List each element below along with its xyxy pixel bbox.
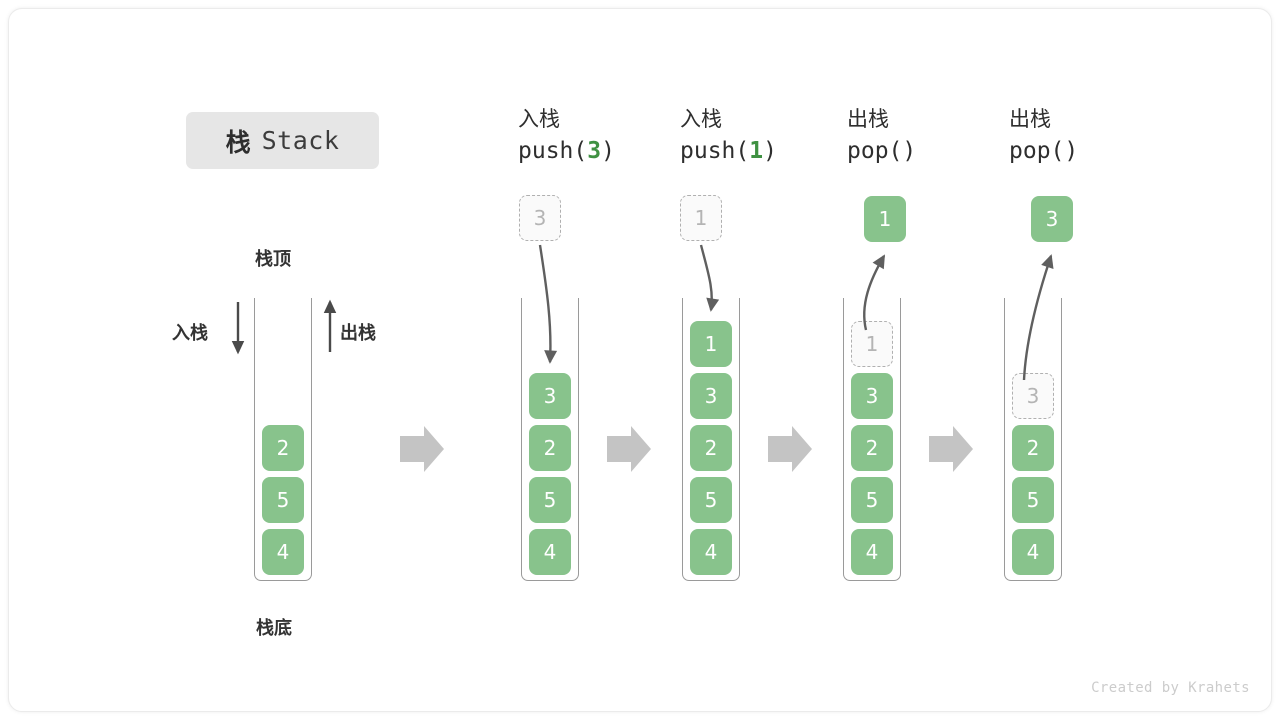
floating-box-pop-1: 1 xyxy=(864,196,906,242)
stack-box: 4 xyxy=(1012,529,1054,575)
label-push-direction: 入栈 xyxy=(172,323,208,343)
stack-box-value: 5 xyxy=(704,488,718,512)
fn-suffix: ) xyxy=(1064,138,1079,164)
floating-box-push-3: 3 xyxy=(519,195,561,241)
stack-box-value: 5 xyxy=(865,488,879,512)
stack-box-value: 2 xyxy=(1026,436,1040,460)
stack-slots: 4 5 2 xyxy=(255,425,311,575)
column-header-push-3: 入栈 push(3) xyxy=(518,105,688,167)
stack-before-pop-3: 4 5 2 3 xyxy=(1004,298,1062,581)
stack-box: 5 xyxy=(529,477,571,523)
fn-arg: 1 xyxy=(749,138,764,164)
stack-box: 2 xyxy=(529,425,571,471)
floating-box-value: 1 xyxy=(694,206,708,230)
column-header-cn: 出栈 xyxy=(1009,108,1051,131)
stack-before-pop-1: 4 5 2 3 1 xyxy=(843,298,901,581)
stack-box: 3 xyxy=(851,373,893,419)
stack-box-value: 3 xyxy=(704,384,718,408)
column-header-cn: 出栈 xyxy=(847,108,889,131)
label-stack-top: 栈顶 xyxy=(255,249,291,269)
stack-box-value: 4 xyxy=(704,540,718,564)
stack-box-removed: 3 xyxy=(1012,373,1054,419)
column-header-pop-3: 出栈 pop() xyxy=(1009,105,1179,167)
column-header-cn: 入栈 xyxy=(680,108,722,131)
stack-box-value: 4 xyxy=(865,540,879,564)
floating-box-push-1: 1 xyxy=(680,195,722,241)
stack-box-value: 3 xyxy=(1026,384,1040,408)
stack-box: 4 xyxy=(529,529,571,575)
stack-box-value: 3 xyxy=(543,384,557,408)
stack-after-push-1: 4 5 2 3 1 xyxy=(682,298,740,581)
fn-prefix: push( xyxy=(518,138,588,164)
stack-box: 5 xyxy=(690,477,732,523)
floating-box-value: 1 xyxy=(878,207,892,231)
stack-box-value: 5 xyxy=(543,488,557,512)
stack-initial: 4 5 2 xyxy=(254,298,312,581)
stack-box: 2 xyxy=(851,425,893,471)
fn-suffix: ) xyxy=(763,138,777,164)
title-en: Stack xyxy=(261,126,340,155)
fn-prefix: pop( xyxy=(1009,138,1065,164)
stack-box: 5 xyxy=(1012,477,1054,523)
stack-box: 3 xyxy=(690,373,732,419)
column-header-cn: 入栈 xyxy=(518,108,560,131)
stack-box-value: 3 xyxy=(865,384,879,408)
stack-box-value: 5 xyxy=(1026,488,1040,512)
fn-prefix: pop( xyxy=(847,138,903,164)
stack-box-value: 5 xyxy=(276,488,290,512)
label-stack-bottom: 栈底 xyxy=(256,618,292,638)
stack-box-value: 2 xyxy=(865,436,879,460)
stack-box-value: 4 xyxy=(1026,540,1040,564)
credit-text: Created by Krahets xyxy=(1091,680,1250,696)
stack-box: 4 xyxy=(690,529,732,575)
column-header-fn: push(3) xyxy=(518,135,688,167)
stack-slots: 4 5 2 3 xyxy=(522,373,578,575)
stack-box: 2 xyxy=(262,425,304,471)
column-header-fn: pop() xyxy=(1009,135,1179,167)
stack-box: 4 xyxy=(851,529,893,575)
title-cn: 栈 xyxy=(225,128,251,157)
stack-box: 5 xyxy=(262,477,304,523)
floating-box-pop-3: 3 xyxy=(1031,196,1073,242)
stack-box-value: 2 xyxy=(276,436,290,460)
title-badge: 栈 Stack xyxy=(186,112,379,169)
stack-box-value: 1 xyxy=(704,332,718,356)
fn-suffix: ) xyxy=(601,138,615,164)
column-header-push-1: 入栈 push(1) xyxy=(680,105,850,167)
stack-slots: 4 5 2 3 xyxy=(1005,373,1061,575)
column-header-pop-1: 出栈 pop() xyxy=(847,105,1017,167)
stack-box: 2 xyxy=(690,425,732,471)
stack-box: 5 xyxy=(851,477,893,523)
stack-box: 1 xyxy=(690,321,732,367)
stack-box-value: 2 xyxy=(704,436,718,460)
stack-box: 2 xyxy=(1012,425,1054,471)
stack-after-push-3: 4 5 2 3 xyxy=(521,298,579,581)
stack-box-value: 2 xyxy=(543,436,557,460)
stack-box-value: 4 xyxy=(276,540,290,564)
stack-box-value: 1 xyxy=(865,332,879,356)
fn-suffix: ) xyxy=(902,138,917,164)
stack-slots: 4 5 2 3 1 xyxy=(683,321,739,575)
stack-box: 3 xyxy=(529,373,571,419)
column-header-fn: pop() xyxy=(847,135,1017,167)
floating-box-value: 3 xyxy=(533,206,547,230)
column-header-fn: push(1) xyxy=(680,135,850,167)
floating-box-value: 3 xyxy=(1045,207,1059,231)
stack-slots: 4 5 2 3 1 xyxy=(844,321,900,575)
stack-box-value: 4 xyxy=(543,540,557,564)
stack-box-removed: 1 xyxy=(851,321,893,367)
stack-box: 4 xyxy=(262,529,304,575)
fn-prefix: push( xyxy=(680,138,750,164)
label-pop-direction: 出栈 xyxy=(340,323,376,343)
fn-arg: 3 xyxy=(587,138,602,164)
